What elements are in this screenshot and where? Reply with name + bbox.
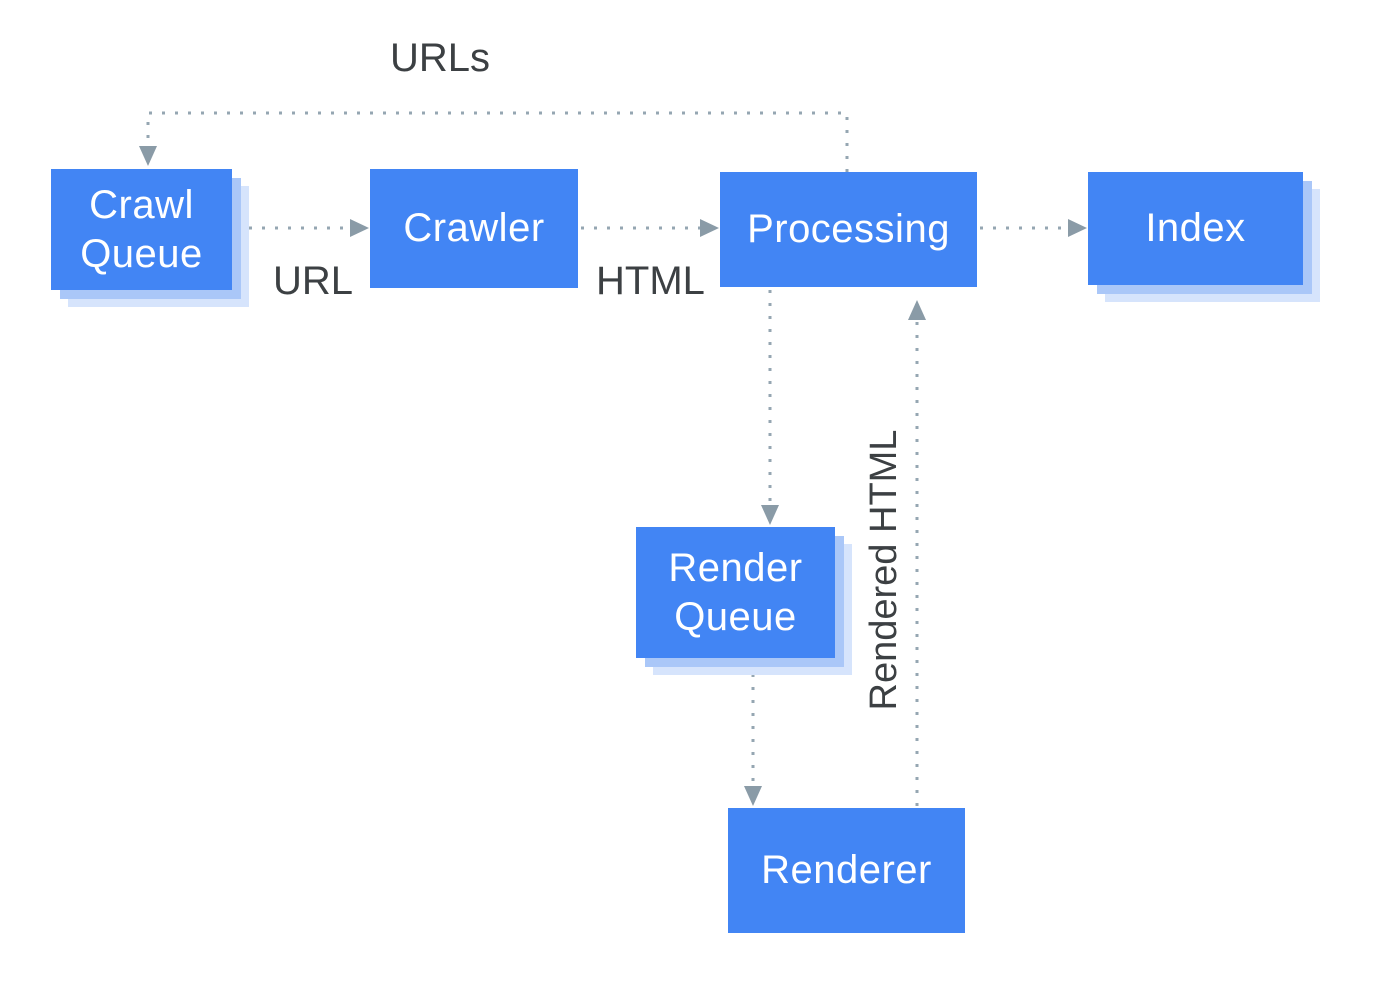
arrow-render-queue-to-renderer <box>744 661 762 806</box>
edge-label-html: HTML <box>596 259 705 303</box>
node-crawl-queue: Crawl Queue <box>51 169 232 290</box>
arrow-processing-to-render-queue <box>761 290 779 525</box>
node-renderer: Renderer <box>728 808 965 933</box>
edge-label-rendered-html: Rendered HTML <box>863 429 905 711</box>
arrow-processing-to-crawl-queue <box>139 111 849 172</box>
edge-label-urls: URLs <box>390 36 491 80</box>
arrow-renderer-to-processing <box>908 300 926 806</box>
node-processing: Processing <box>720 172 977 287</box>
arrow-crawler-to-processing <box>581 219 719 237</box>
edge-label-url: URL <box>273 259 354 303</box>
arrow-processing-to-index <box>980 219 1087 237</box>
node-render-queue: Render Queue <box>636 527 835 658</box>
node-crawler: Crawler <box>370 169 578 288</box>
node-index: Index <box>1088 172 1303 285</box>
arrow-crawl-queue-to-crawler <box>236 219 369 237</box>
